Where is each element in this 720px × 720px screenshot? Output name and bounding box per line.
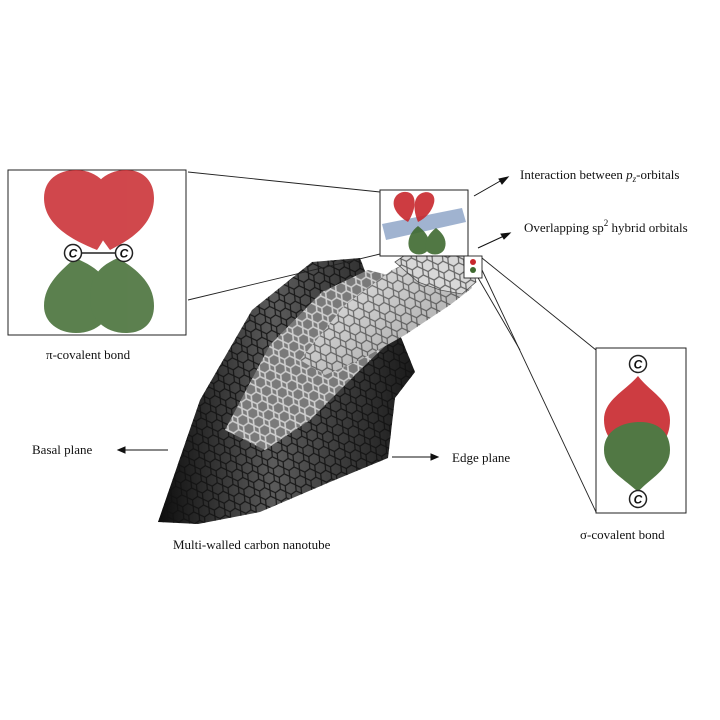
sigma-lobe-lower: [604, 422, 670, 492]
pi-bond-inset: C C: [7, 169, 187, 336]
sigma-bond-label: σ-covalent bond: [580, 527, 665, 542]
carbon-symbol: C: [634, 493, 643, 507]
pi-bond-label: π-covalent bond: [46, 347, 131, 362]
carbon-atom: [628, 354, 648, 374]
sp2-prefix: Overlapping sp: [524, 220, 604, 235]
carbon-atom: [114, 243, 134, 263]
carbon-nanotube: [158, 239, 477, 524]
tip-zoom-box: [379, 189, 469, 257]
pz-subscript: z: [632, 174, 637, 184]
sp2-overlap-label: Overlapping sp2 hybrid orbitals: [524, 218, 688, 236]
sp2-suffix: hybrid orbitals: [608, 220, 688, 235]
pz-p: p: [626, 167, 633, 182]
basal-plane-label: Basal plane: [32, 442, 93, 457]
pz-interaction-label: Interaction between pz-orbitals: [520, 167, 680, 184]
pi-lobe-lower-right: [90, 258, 154, 333]
edge-plane-label: Edge plane: [452, 450, 511, 465]
carbon-atom: [628, 489, 648, 509]
arrows: [116, 176, 512, 461]
nanotube-label: Multi-walled carbon nanotube: [173, 537, 331, 552]
sp2-plane: [382, 208, 466, 240]
pi-lobe-upper-right: [90, 170, 154, 250]
zoom-connectors: [187, 171, 597, 513]
sp2-superscript: 2: [603, 218, 609, 228]
sigma-bond-inset: C C: [595, 347, 687, 514]
pz-interaction-suffix: -orbitals: [636, 167, 680, 182]
carbon-symbol: C: [120, 247, 129, 261]
carbon-atom: [63, 243, 83, 263]
carbon-symbol: C: [634, 358, 643, 372]
pz-interaction-prefix: Interaction between: [520, 167, 627, 182]
carbon-symbol: C: [69, 247, 78, 261]
